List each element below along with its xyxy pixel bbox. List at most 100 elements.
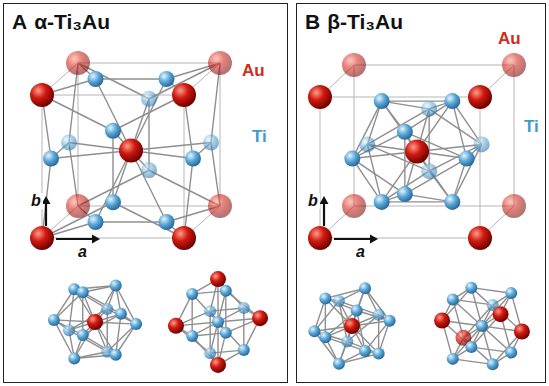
bond-line: [211, 63, 220, 143]
element-label: Ti: [522, 118, 541, 135]
bond-line: [471, 288, 511, 293]
bond-line: [339, 354, 379, 364]
bond-line: [209, 311, 210, 353]
ti-atom: [384, 315, 396, 327]
au-atom: [308, 226, 332, 250]
ti-atom: [476, 320, 488, 332]
axis-label: a: [354, 244, 367, 260]
axis-label: a: [76, 244, 89, 260]
ti-atom: [43, 151, 59, 167]
ti-atom: [130, 318, 142, 330]
panel-letter: B: [305, 10, 320, 33]
ti-atom: [447, 353, 459, 365]
bond-line: [96, 221, 167, 222]
bond-line: [382, 201, 453, 202]
cell-edge: [480, 97, 481, 238]
ti-atom: [319, 331, 331, 343]
bond-line: [131, 143, 211, 151]
ti-atom: [474, 136, 490, 152]
au-atom: [30, 83, 54, 107]
bond-line: [225, 291, 226, 333]
bond-line: [69, 289, 74, 330]
bond-line: [367, 109, 429, 145]
cell-edge: [78, 206, 220, 207]
au-atom: [342, 53, 366, 77]
ti-atom: [141, 91, 157, 107]
au-atom: [210, 271, 226, 287]
alpha-ti-polyhedron: [168, 271, 268, 373]
ti-atom: [319, 292, 331, 304]
bond-line: [107, 309, 108, 352]
au-atom: [87, 314, 103, 330]
ti-atom: [63, 324, 75, 336]
ti-atom: [186, 288, 198, 300]
ti-atom: [421, 101, 437, 117]
ti-atom: [159, 71, 175, 87]
ti-atom: [397, 124, 413, 140]
ti-atom: [505, 347, 517, 359]
ti-atom: [220, 327, 232, 339]
au-atom: [514, 323, 530, 339]
bond-line: [42, 159, 51, 239]
ti-atom: [308, 325, 320, 337]
ti-atom: [204, 305, 216, 317]
cell-edge: [320, 238, 480, 239]
element-label: Au: [240, 62, 267, 79]
ti-atom: [344, 151, 360, 167]
au-atom: [468, 226, 492, 250]
bond-line: [382, 171, 429, 202]
au-atom: [208, 51, 232, 75]
bond-line: [482, 293, 511, 326]
au-atom: [342, 194, 366, 218]
au-atom: [252, 310, 268, 326]
ti-atom: [459, 151, 475, 167]
ti-atom: [159, 214, 175, 230]
bond-line: [191, 294, 192, 336]
au-atom: [172, 226, 196, 250]
au-atom: [493, 306, 509, 322]
ti-atom: [359, 345, 371, 357]
ti-atom: [77, 286, 89, 298]
axis-label: b: [29, 193, 43, 209]
ti-atom: [359, 136, 375, 152]
ti-atom: [203, 135, 219, 151]
bond-line: [69, 309, 107, 330]
au-atom: [210, 357, 226, 373]
ti-atom: [373, 309, 385, 321]
bond-line: [352, 101, 381, 158]
ti-atom: [186, 330, 198, 342]
axis-arrow: [320, 196, 329, 226]
element-label: Au: [496, 30, 523, 47]
au-atom: [468, 85, 492, 109]
panel-title: β-Ti₃Au: [327, 10, 403, 33]
alpha-unit-cell: [30, 51, 232, 250]
ti-atom: [397, 186, 413, 202]
ti-atom: [77, 329, 89, 341]
bond-line: [148, 99, 149, 171]
bond-line: [453, 326, 482, 359]
ti-atom: [487, 358, 499, 370]
bond-line: [112, 131, 113, 203]
cell-edge: [320, 97, 321, 238]
ti-atom: [333, 358, 345, 370]
bond-line: [352, 132, 405, 159]
ti-atom: [61, 135, 77, 151]
bond-line: [51, 151, 131, 159]
ti-atom: [141, 162, 157, 178]
ti-atom: [204, 347, 216, 359]
au-atom: [208, 194, 232, 218]
axis-arrow: [42, 196, 51, 226]
bond-line: [82, 292, 83, 335]
bond-line: [367, 144, 381, 201]
bond-line: [325, 288, 365, 298]
beta-unit-cell: [308, 53, 526, 250]
alpha-au-polyhedron: [48, 280, 142, 365]
ti-atom: [115, 308, 127, 320]
panel-letter: A: [12, 10, 27, 33]
au-atom: [308, 85, 332, 109]
panel-title: α-Ti₃Au: [34, 10, 110, 33]
ti-atom: [373, 348, 385, 360]
au-atom: [405, 140, 429, 164]
